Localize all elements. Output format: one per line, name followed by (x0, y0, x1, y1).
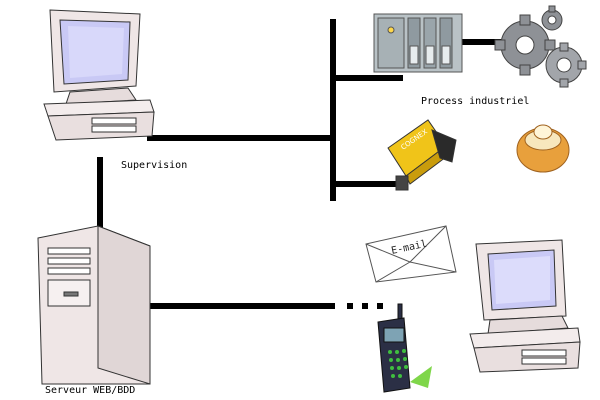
cake-icon (517, 125, 569, 172)
server-tower-icon (38, 226, 150, 384)
server-label: Serveur WEB/BDD (45, 385, 135, 396)
mobile-phone-icon (378, 304, 432, 392)
client-computer-icon (470, 240, 580, 372)
gears-icon (495, 6, 586, 87)
supervision-label: Supervision (121, 160, 187, 171)
envelope-icon: E-mail (366, 226, 456, 282)
process-label: Process industriel (421, 96, 529, 107)
supervision-computer-icon (44, 10, 154, 140)
link-dots (347, 303, 383, 309)
plc-icon (374, 14, 462, 72)
camera-icon: COGNEX (388, 120, 456, 190)
